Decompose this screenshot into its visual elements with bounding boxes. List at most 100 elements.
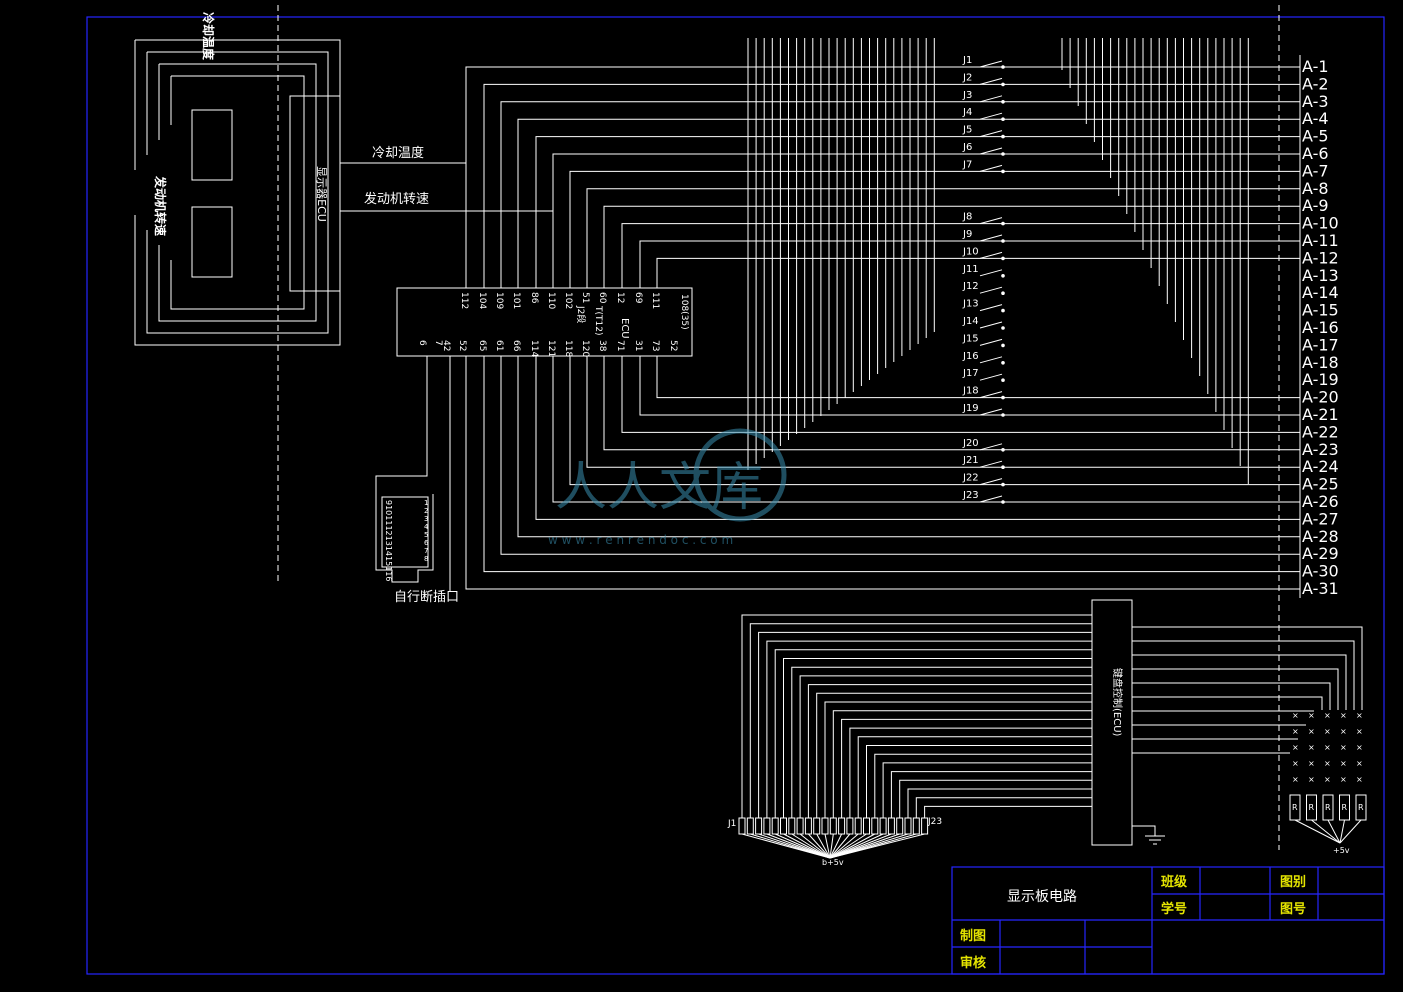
matrix-cross: × xyxy=(1324,759,1331,768)
switch-key xyxy=(813,817,821,835)
matrix-cross: × xyxy=(1292,711,1299,720)
supply-right-label: +5v xyxy=(1333,846,1350,855)
supply-fan-wire xyxy=(829,833,859,859)
terminal-label: A-28 xyxy=(1302,527,1339,546)
connector-side-numbers: 9101112131415116 xyxy=(384,500,393,581)
switch-key xyxy=(804,817,812,835)
connector-pin-label: 5 xyxy=(424,531,428,539)
matrix-cross: × xyxy=(1340,759,1347,768)
keyboard-wire xyxy=(774,649,1092,818)
supply-fan-wire xyxy=(829,833,884,859)
switch-key xyxy=(887,817,895,835)
switch-key xyxy=(738,817,746,835)
ecu-bottom-pin-label: 66 xyxy=(511,340,521,352)
ecu-top-wire xyxy=(603,205,1300,288)
matrix-cross: × xyxy=(1292,743,1299,752)
ecu-top-pin-label: 112 xyxy=(459,292,469,309)
keyboard-wire xyxy=(849,727,1092,818)
supply-fan-wire xyxy=(799,833,831,859)
switch-dot xyxy=(1001,308,1005,313)
switch-dot xyxy=(1001,326,1005,330)
connector-pin-label: 4 xyxy=(424,523,429,531)
terminal-label: A-4 xyxy=(1302,109,1329,128)
resistor-label: R xyxy=(1292,803,1298,812)
switch-contact xyxy=(979,495,1003,503)
matrix-cross: × xyxy=(1308,775,1315,784)
switch-contact xyxy=(979,373,1003,381)
terminal-label: A-22 xyxy=(1302,422,1339,441)
ecu-inner-label: 108(35) xyxy=(679,294,689,330)
terminal-label: A-7 xyxy=(1302,161,1329,180)
student-id-label: 学号 xyxy=(1161,901,1187,917)
keyboard-wire xyxy=(783,658,1092,818)
supply-fan-wire xyxy=(829,833,834,859)
switch-key xyxy=(854,817,862,835)
matrix-cross: × xyxy=(1324,743,1331,752)
switch-dot xyxy=(1001,82,1005,87)
keyboard-wire xyxy=(749,623,1092,818)
supply-fan-wire xyxy=(829,833,851,859)
display-ecu-label: 显示器ECU xyxy=(315,166,328,222)
switch-label: J11 xyxy=(962,264,979,275)
switch-key xyxy=(838,817,846,835)
terminal-label: A-13 xyxy=(1302,266,1339,285)
ecu-bottom-pin-label: 61 xyxy=(494,340,504,351)
matrix-cross: × xyxy=(1356,743,1363,752)
terminal-label: A-1 xyxy=(1302,57,1329,76)
switch-label: J16 xyxy=(962,351,979,362)
matrix-cross: × xyxy=(1340,711,1347,720)
terminal-array: A-1A-2A-3A-4A-5A-6A-7A-8A-9A-10A-11A-12A… xyxy=(1299,55,1339,598)
switch-contact xyxy=(979,112,1003,120)
matrix-cross: × xyxy=(1308,727,1315,736)
supply-fan-wire xyxy=(824,833,831,859)
ecu-top-wire xyxy=(500,101,1300,288)
ecu-bottom-pin-label: 42 xyxy=(441,340,451,351)
keyboard-wire xyxy=(799,675,1092,818)
ecu-bottom-pin-label: 31 xyxy=(633,340,643,351)
speed-signal-label: 发动机转速 xyxy=(364,191,429,207)
switch-label: J2 xyxy=(962,72,972,83)
connector-pin-label: 1 xyxy=(424,499,428,507)
keyboard-wire xyxy=(874,753,1092,818)
ecu-top-wire xyxy=(621,223,1300,288)
matrix-cross: × xyxy=(1356,727,1363,736)
terminal-label: A-19 xyxy=(1302,370,1339,389)
connector-pin-label: 7 xyxy=(424,547,428,555)
keyboard-wire xyxy=(758,631,1092,818)
switch-contact xyxy=(979,478,1003,486)
ecu-block xyxy=(396,287,693,357)
switch-dot xyxy=(1001,465,1005,470)
switch-contact xyxy=(979,391,1003,399)
terminal-label: A-12 xyxy=(1302,248,1339,267)
ecu-top-pin-label: 51 xyxy=(580,292,590,303)
switch-label: J3 xyxy=(962,90,972,101)
supply-fan-wire xyxy=(829,833,867,859)
ecu-bottom-pin-label: 52 xyxy=(668,340,678,351)
terminal-label: A-11 xyxy=(1302,231,1339,250)
supply-fan-wire xyxy=(808,833,831,859)
coolant-signal-label: 冷却温度 xyxy=(372,145,424,161)
ecu-bottom-wire xyxy=(535,356,1300,520)
watermark-url: w w w . r e n r e n d o c . c o m xyxy=(548,533,733,547)
matrix-cross: × xyxy=(1308,759,1315,768)
supply-left-label: b+5v xyxy=(822,858,844,867)
resistor-label: R xyxy=(1342,803,1348,812)
supply-fan-wire xyxy=(816,833,831,859)
terminal-label: A-26 xyxy=(1302,492,1339,511)
switch-dot xyxy=(1001,239,1005,243)
switch-label: J12 xyxy=(962,281,979,292)
ecu-bottom-pin-label: 52 xyxy=(457,340,467,351)
switch-label: J19 xyxy=(962,403,979,414)
terminal-label: A-25 xyxy=(1302,475,1339,494)
terminal-label: A-3 xyxy=(1302,92,1329,111)
watermark: 人人文库 w w w . r e n r e n d o c . c o m xyxy=(548,428,787,547)
keyboard-wire xyxy=(907,788,1092,818)
keyboard-wire xyxy=(924,805,1092,818)
ecu-label: ECU xyxy=(619,318,630,339)
ground-symbol xyxy=(1132,825,1165,845)
terminal-label: A-15 xyxy=(1302,301,1339,320)
matrix-cross: × xyxy=(1308,711,1315,720)
ecu-top-wire xyxy=(586,188,1300,288)
keyboard-wire xyxy=(791,666,1092,818)
